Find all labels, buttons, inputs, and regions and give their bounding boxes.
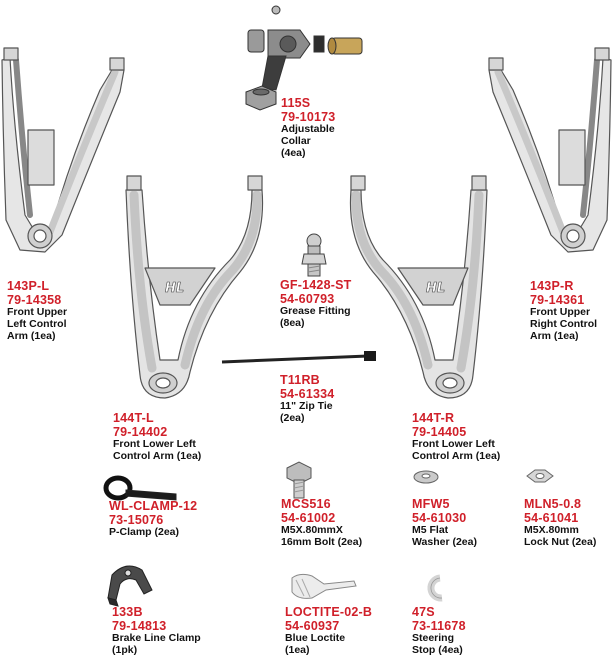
description-line: (1pk)	[112, 643, 138, 656]
lower-left-arm-logo: HL	[165, 281, 184, 296]
lower-right-arm-logo: HL	[426, 281, 445, 296]
lock-nut-image	[526, 469, 554, 483]
description-line: Control Arm (1ea)	[412, 449, 501, 462]
upper-left-arm-image	[1, 47, 125, 253]
adjustable-collar-image	[245, 5, 363, 111]
description-line: (1ea)	[285, 643, 310, 656]
part-number: 54-60793	[280, 292, 335, 306]
description-line: 11" Zip Tie	[280, 400, 333, 412]
sku: LOCTITE-02-B	[285, 605, 373, 619]
part-number: 79-10173	[281, 110, 336, 124]
description-line: Lock Nut (2ea)	[524, 535, 597, 548]
description-line: (4ea)	[281, 146, 306, 159]
description-line: P-Clamp (2ea)	[109, 526, 180, 538]
washer-image	[413, 470, 439, 484]
part-number: 79-14813	[112, 619, 167, 633]
zip-tie-image	[221, 351, 376, 364]
description-line: Front Upper	[530, 306, 591, 318]
description-line: Brake Line Clamp	[112, 632, 201, 644]
description-line: M5X.80mm	[524, 524, 579, 536]
part-number: 54-61002	[281, 511, 336, 525]
sku: 133B	[112, 605, 143, 619]
part-143p-r: 143P-R 79-14361 Front Upper Right Contro…	[530, 279, 597, 342]
description-line: Front Upper	[7, 306, 68, 318]
part-144t-r: 144T-R 79-14405 Front Lower Left Control…	[412, 411, 500, 463]
description-line: (2ea)	[280, 411, 305, 424]
sku: MLN5-0.8	[524, 497, 582, 511]
description-line: Control Arm (1ea)	[113, 449, 202, 462]
sku: MCS516	[281, 497, 331, 511]
sku: WL-CLAMP-12	[109, 499, 198, 513]
description-line: Washer (2ea)	[412, 535, 477, 548]
part-number: 54-60937	[285, 619, 340, 633]
part-mcs516: MCS516 54-61002 M5X.80mmX 16mm Bolt (2ea…	[281, 497, 362, 549]
steering-stop-image	[427, 574, 443, 602]
part-133b: 133B 79-14813 Brake Line Clamp (1pk)	[112, 605, 201, 657]
loctite-image	[291, 573, 357, 599]
bolt-image	[286, 461, 312, 499]
sku: 47S	[412, 605, 435, 619]
sku: MFW5	[412, 497, 450, 511]
description-line: Arm (1ea)	[530, 329, 579, 342]
description-line: Stop (4ea)	[412, 643, 463, 656]
part-number: 79-14361	[530, 293, 585, 307]
part-number: 79-14405	[412, 425, 467, 439]
sku: 144T-L	[113, 411, 154, 425]
description-line: (8ea)	[280, 316, 305, 329]
upper-right-arm-image	[488, 47, 612, 253]
description-line: Left Control	[7, 317, 67, 330]
description-line: Grease Fitting	[280, 305, 351, 317]
sku: 143P-L	[7, 279, 50, 293]
part-t11rb: T11RB 54-61334 11" Zip Tie (2ea)	[280, 373, 334, 425]
p-clamp-image	[103, 475, 177, 501]
part-number: 79-14402	[113, 425, 168, 439]
part-loctite-02-b: LOCTITE-02-B 54-60937 Blue Loctite (1ea)	[285, 605, 372, 657]
lower-left-arm-image: HL	[125, 175, 264, 399]
description-line: Arm (1ea)	[7, 329, 56, 342]
sku: 144T-R	[412, 411, 455, 425]
description-line: Front Lower Left	[412, 438, 495, 450]
part-number: 79-14358	[7, 293, 62, 307]
part-47s: 47S 73-11678 Steering Stop (4ea)	[412, 605, 466, 657]
part-144t-l: 144T-L 79-14402 Front Lower Left Control…	[113, 411, 201, 463]
part-115s: 115S 79-10173 Adjustable Collar (4ea)	[281, 96, 335, 159]
part-wl-clamp-12: WL-CLAMP-12 73-15076 P-Clamp (2ea)	[109, 499, 197, 539]
lower-right-arm-image	[349, 175, 488, 399]
brake-line-clamp-image	[107, 565, 153, 607]
part-number: 54-61041	[524, 511, 579, 525]
description-line: 16mm Bolt (2ea)	[281, 535, 363, 548]
part-number: 73-15076	[109, 513, 164, 527]
part-gf-1428-st: GF-1428-ST 54-60793 Grease Fitting (8ea)	[280, 278, 351, 330]
description-line: M5 Flat	[412, 524, 449, 536]
part-number: 73-11678	[412, 619, 466, 633]
part-143p-l: 143P-L 79-14358 Front Upper Left Control…	[7, 279, 67, 342]
sku: GF-1428-ST	[280, 278, 352, 292]
part-number: 54-61030	[412, 511, 467, 525]
description-line: Right Control	[530, 317, 598, 330]
part-mln5-0-8: MLN5-0.8 54-61041 M5X.80mm Lock Nut (2ea…	[524, 497, 596, 549]
sku: T11RB	[280, 373, 320, 387]
sku: 115S	[281, 96, 311, 110]
sku: 143P-R	[530, 279, 574, 293]
grease-fitting-image	[301, 233, 327, 277]
description-line: Front Lower Left	[113, 438, 196, 450]
part-mfw5: MFW5 54-61030 M5 Flat Washer (2ea)	[412, 497, 477, 549]
description-line: Adjustable	[281, 123, 335, 135]
description-line: M5X.80mmX	[281, 524, 343, 536]
description-line: Blue Loctite	[285, 632, 346, 644]
part-number: 54-61334	[280, 387, 335, 401]
description-line: Collar	[281, 134, 311, 147]
description-line: Steering	[412, 632, 455, 644]
